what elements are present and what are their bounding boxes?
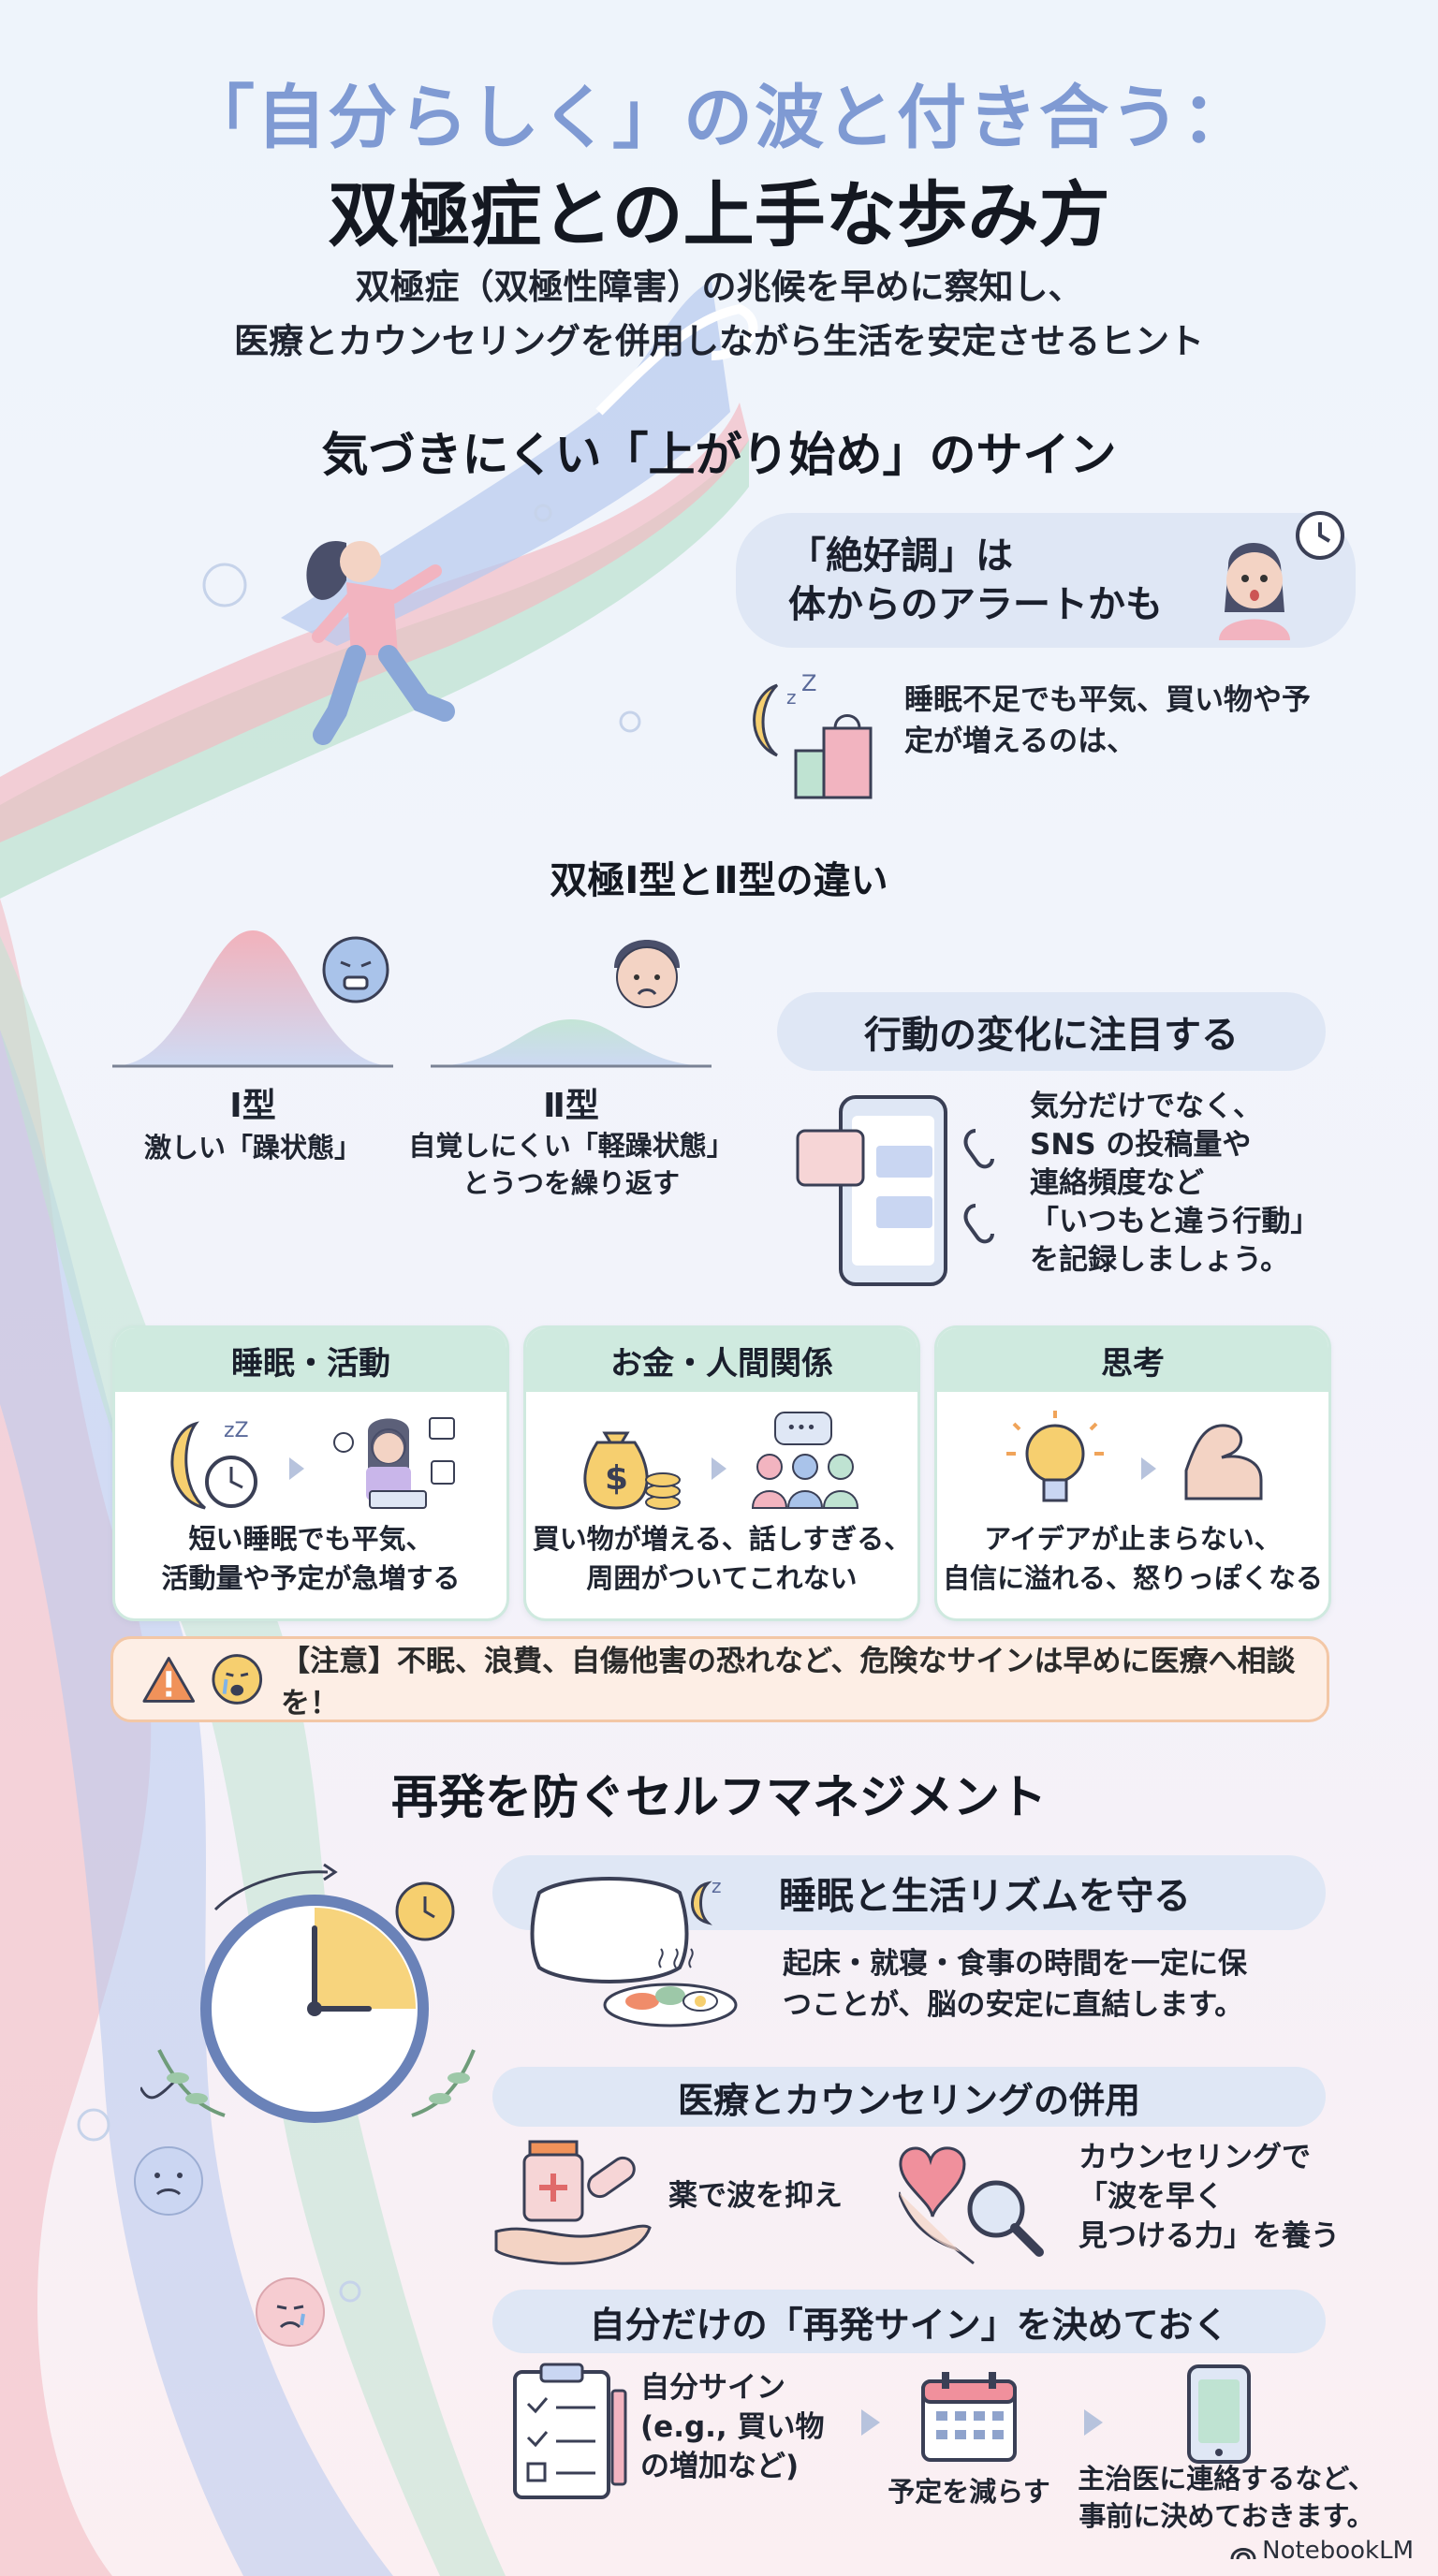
warning-text: 【注意】不眠、浪費、自傷他害の恐れなど、危険なサインは早めに医療へ相談を！ [281, 1645, 1296, 1720]
step-arrow-1 [861, 2409, 880, 2436]
card-description: アイデアが止まらない、 自信に溢れる、怒りっぽくなる [937, 1519, 1328, 1598]
alert-pill-line-1: 「絶好調」は [788, 534, 1013, 578]
brand-name: NotebookLM [1262, 2537, 1414, 2565]
step-arrow-2 [1084, 2409, 1103, 2436]
svg-text:z: z [712, 1875, 722, 1897]
tearful-face-bubble-icon [256, 2277, 325, 2347]
type2-description-line-2: とうつを繰り返す [462, 1167, 680, 1199]
distressed-face-icon [322, 936, 389, 1003]
card-title: 睡眠・活動 [115, 1328, 506, 1392]
behavior-text: 気分だけでなく、 SNS の投稿量や 連絡頻度など 「いつもと違う行動」 を記録… [1030, 1088, 1339, 1280]
sad-person-icon [614, 940, 680, 1008]
card-line-2: 周囲がついてこれない [586, 1562, 858, 1594]
type1-block: Ⅰ型 激しい「躁状態」 [112, 1078, 393, 1168]
sleep-shopping-text: 睡眠不足でも平気、買い物や予 定が増えるのは、 [904, 680, 1354, 762]
rhythm-text-line-1: 起床・就寝・食事の時間を一定に保 [783, 1947, 1247, 1981]
subtitle: 双極症（双極性障害）の兆候を早めに察知し、 医療とカウンセリングを併用しながら生… [150, 260, 1288, 369]
card-description: 買い物が増える、話しすぎる、 周囲がついてこれない [526, 1519, 917, 1598]
step3-line-1: 主治医に連絡するなど、 [1078, 2463, 1375, 2495]
type1-label: Ⅰ型 [229, 1087, 276, 1125]
type1-description: 激しい「躁状態」 [143, 1132, 361, 1164]
lightbulb-to-muscle-icon [1006, 1411, 1263, 1502]
svg-text:Z: Z [801, 670, 816, 696]
alert-pill: 「絶好調」は 体からのアラートかも [736, 513, 1356, 648]
money-bag-to-people-icon: $ ••• [583, 1412, 859, 1510]
step3-line-2: 事前に決めておきます。 [1078, 2500, 1374, 2532]
card-description: 短い睡眠でも平気、 活動量や予定が急増する [115, 1519, 506, 1598]
step1-line-1: 自分サイン [640, 2371, 785, 2405]
sleep-text-line-1: 睡眠不足でも平気、買い物や予 [904, 683, 1311, 717]
behavior-text-line-3: 連絡頻度など [1030, 1166, 1204, 1200]
moon-clock-to-busy-person-icon: zZ [170, 1417, 455, 1510]
medicine-text: 薬で波を抑え [668, 2179, 843, 2213]
counseling-text-line-2: 「波を早く [1078, 2180, 1224, 2214]
card-title: お金・人間関係 [526, 1328, 917, 1392]
heart-hands-magnifier-icon [899, 2146, 1044, 2265]
title-line-2: 双極症との上手な歩み方 [328, 173, 1110, 256]
behavior-text-line-1: 気分だけでなく、 [1030, 1090, 1262, 1123]
behavior-text-line-2: SNS の投稿量や [1030, 1128, 1252, 1162]
svg-text:zZ: zZ [224, 1419, 249, 1442]
type2-description-line-1: 自覚しにくい「軽躁状態」 [408, 1130, 734, 1162]
type1-mood-curve [112, 930, 393, 1068]
step3-text: 主治医に連絡するなど、 事前に決めておきます。 [1077, 2460, 1376, 2535]
warning-banner: 【注意】不眠、浪費、自傷他害の恐れなど、危険なサインは早めに医療へ相談を！ [110, 1636, 1329, 1722]
sad-face-bubble-icon [134, 2146, 203, 2216]
relapse-pill: 自分だけの「再発サイン」を決めておく [492, 2290, 1326, 2353]
self-management-heading: 再発を防ぐセルフマネジメント [391, 1770, 1047, 1824]
calendar-icon [921, 2372, 1017, 2462]
svg-text:z: z [786, 686, 797, 709]
hand-medicine-icon [494, 2140, 652, 2265]
woman-running-icon [306, 541, 455, 745]
step1-line-2: (e.g., 買い物 [640, 2410, 825, 2444]
rhythm-text: 起床・就寝・食事の時間を一定に保 つことが、脳の安定に直結します。 [783, 1943, 1326, 2026]
smartphone-icon [1187, 2364, 1251, 2464]
subtitle-line-2: 医療とカウンセリングを併用しながら生活を安定させるヒント [234, 321, 1204, 361]
type2-block: Ⅱ型 自覚しにくい「軽躁状態」 とうつを繰り返す [393, 1078, 749, 1202]
card-line-2: 活動量や予定が急増する [161, 1562, 461, 1594]
step1-line-3: の増加など) [640, 2450, 800, 2483]
card-line-1: 短い睡眠でも平気、 [188, 1523, 433, 1555]
sleep-text-line-2: 定が増えるのは、 [904, 724, 1137, 758]
svg-text:•••: ••• [786, 1418, 816, 1438]
type2-label: Ⅱ型 [543, 1087, 599, 1125]
alert-pill-line-2: 体からのアラートかも [788, 583, 1163, 626]
counseling-text-line-1: カウンセリングで [1078, 2141, 1311, 2174]
behavior-text-line-5: を記録しましょう。 [1030, 1243, 1290, 1277]
card-thinking: 思考 アイデアが止まらない、 自信に溢れる、怒りっぽくなる [934, 1325, 1331, 1621]
type2-mood-curve [431, 1019, 712, 1068]
medical-pill: 医療とカウンセリングの併用 [492, 2067, 1326, 2127]
behavior-pill: 行動の変化に注目する [777, 992, 1326, 1071]
step2-text: 予定を減らす [888, 2476, 1050, 2508]
behavior-text-line-4: 「いつもと違う行動」 [1030, 1205, 1320, 1238]
card-line-1: 買い物が増える、話しすぎる、 [532, 1523, 912, 1555]
rhythm-text-line-2: つことが、脳の安定に直結します。 [783, 1988, 1244, 2022]
smartphone-sns-icon [796, 1095, 994, 1286]
crying-face-icon [211, 1654, 262, 1705]
svg-text:$: $ [605, 1459, 628, 1498]
worried-woman-alarm-icon [1219, 511, 1344, 640]
card-line-2: 自信に溢れる、怒りっぽくなる [942, 1562, 1323, 1594]
title-line-1: 「自分らしく」の波と付き合う： [185, 78, 1253, 158]
checklist-clipboard-icon [513, 2363, 627, 2499]
notebooklm-brand: NotebookLM [1230, 2537, 1414, 2565]
counseling-text-line-3: 見つける力」を養う [1078, 2219, 1340, 2253]
card-sleep-activity: 睡眠・活動 zZ 短い睡眠でも平気、 活動量や予定が急増する [112, 1325, 509, 1621]
subtitle-line-1: 双極症（双極性障害）の兆候を早めに察知し、 [355, 267, 1083, 307]
card-line-1: アイデアが止まらない、 [984, 1523, 1282, 1555]
clock-icon [140, 1863, 476, 2123]
types-heading: 双極Ⅰ型とⅡ型の違い [550, 859, 888, 902]
step1-text: 自分サイン (e.g., 買い物 の増加など) [640, 2368, 856, 2486]
card-money-relationships: お金・人間関係 $ ••• 買い物が増える、話しすぎる、 周囲がついてこれない [523, 1325, 920, 1621]
pillow-meal-icon: z [530, 1875, 738, 2027]
moon-shopping-bags-icon: z Z [753, 670, 873, 799]
notebooklm-logo-icon [1230, 2548, 1256, 2560]
counseling-text: カウンセリングで 「波を早く 見つける力」を養う [1078, 2138, 1341, 2256]
warning-triangle-icon [142, 1657, 196, 1703]
signs-heading: 気づきにくい「上がり始め」のサイン [321, 428, 1117, 482]
card-title: 思考 [937, 1328, 1328, 1392]
